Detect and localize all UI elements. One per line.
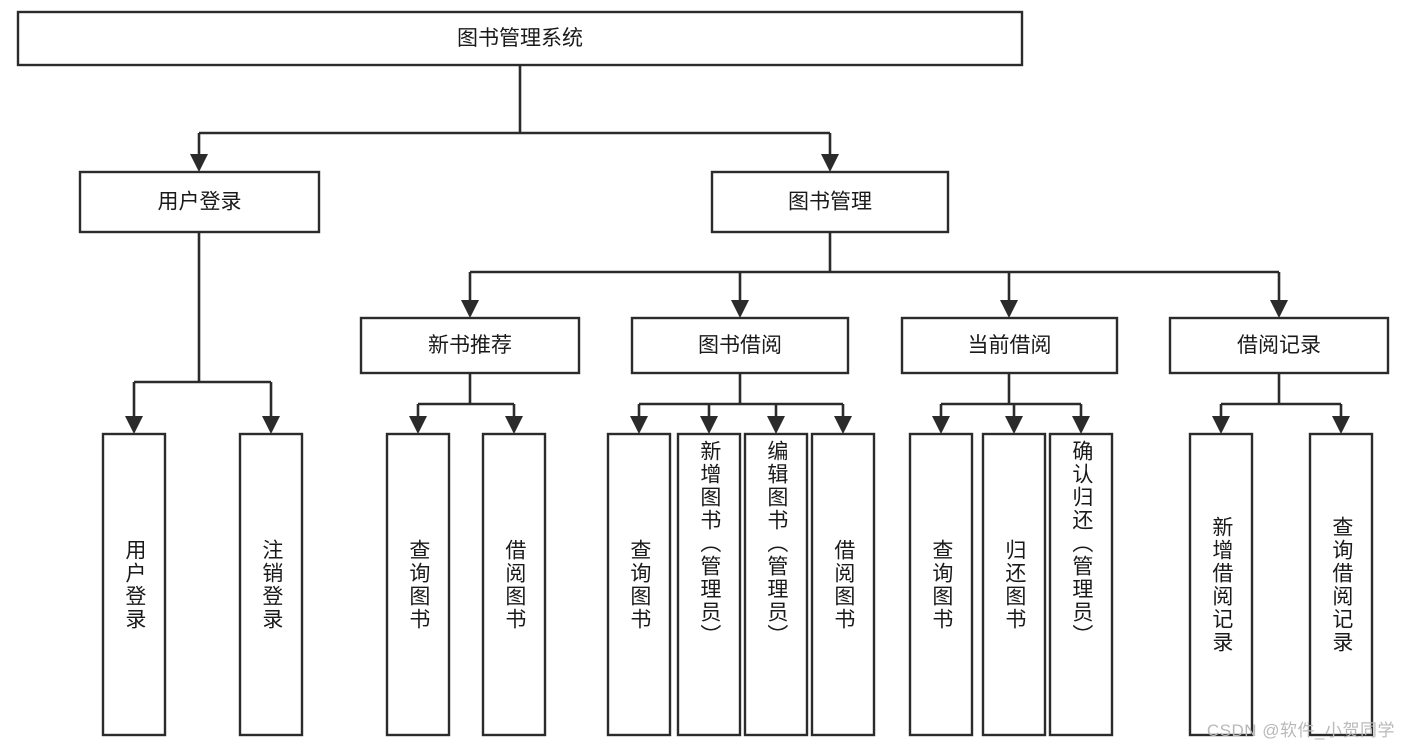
arrow-head-icon [932,416,950,434]
node-level2-0-label: 用户登录 [158,191,242,214]
arrow-head-icon [731,300,749,318]
csdn-watermark: CSDN @软件_小贺同学 [1206,721,1395,740]
connector-records-to-leaves [1219,373,1343,418]
arrow-head-icon [461,300,479,318]
arrow-head-icon [262,416,280,434]
connector-borrow-to-leaves [637,373,845,418]
node-leaf-2[interactable] [385,432,451,737]
node-root-system-label: 图书管理系统 [457,27,583,50]
node-level3-3[interactable] [1168,316,1390,375]
arrow-head-icon [700,416,718,434]
node-level3-1[interactable] [630,316,850,375]
node-leaf-9[interactable] [981,432,1047,737]
node-level3-3-label: 借阅记录 [1237,334,1321,357]
connector-books-to-level3 [468,232,1281,302]
arrow-head-icon [1212,416,1230,434]
node-level3-2-label: 当前借阅 [968,334,1052,357]
node-leaf-11[interactable] [1188,432,1254,737]
node-level3-0[interactable] [359,316,581,375]
arrow-head-icon [767,416,785,434]
arrow-head-icon [1005,416,1023,434]
arrow-head-icon [821,154,839,172]
boxes-layer [16,10,1390,737]
node-leaf-12[interactable] [1308,432,1374,737]
connectors-layer [125,65,1350,434]
arrow-head-icon [190,154,208,172]
node-leaf-1[interactable] [238,432,304,737]
arrow-head-icon [1270,300,1288,318]
node-level3-2[interactable] [900,316,1119,375]
arrow-head-icon [1000,300,1018,318]
node-leaf-0[interactable] [101,432,167,737]
node-level2-1[interactable] [710,170,950,234]
node-level2-0[interactable] [78,170,321,234]
connector-login-to-leaves [132,232,273,418]
connector-root-to-level2 [197,65,832,156]
node-leaf-8[interactable] [908,432,974,737]
arrow-head-icon [409,416,427,434]
node-level3-0-label: 新书推荐 [428,334,512,357]
node-level3-1-label: 图书借阅 [698,334,782,357]
node-leaf-6[interactable] [743,432,809,737]
arrow-head-icon [834,416,852,434]
node-leaf-5[interactable] [676,432,742,737]
connector-newbooks-to-leaves [416,373,516,418]
node-root-system[interactable] [16,10,1024,67]
arrow-head-icon [505,416,523,434]
node-leaf-4[interactable] [606,432,672,737]
node-leaf-10[interactable] [1048,432,1114,737]
node-level2-1-label: 图书管理 [788,191,872,214]
node-leaf-3[interactable] [481,432,547,737]
node-leaf-7[interactable] [810,432,876,737]
connector-current-to-leaves [939,373,1083,418]
arrow-head-icon [630,416,648,434]
arrow-head-icon [1332,416,1350,434]
arrow-head-icon [125,416,143,434]
arrow-head-icon [1072,416,1090,434]
